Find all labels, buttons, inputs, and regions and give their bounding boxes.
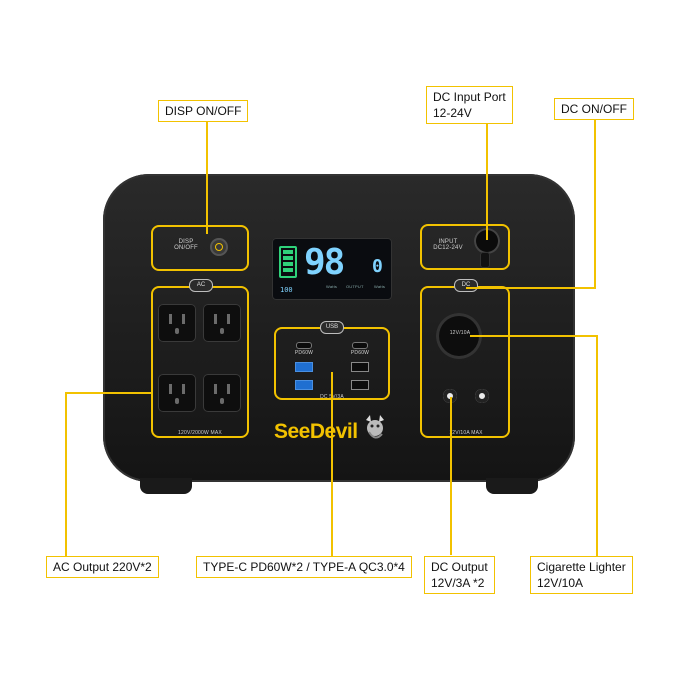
- leader-line-cig-v: [596, 335, 598, 557]
- dc-panel: [420, 286, 510, 438]
- dc-input-cap: [480, 252, 490, 268]
- leader-line-dc-onoff-h: [466, 287, 596, 289]
- callout-dc-output-line2: 12V/3A *2: [431, 576, 485, 590]
- device-foot-right: [486, 478, 538, 494]
- callout-disp: DISP ON/OFF: [158, 100, 249, 122]
- callout-ac-output: AC Output 220V*2: [46, 556, 159, 578]
- callout-dc-input: DC Input Port 12-24V: [426, 86, 513, 124]
- usb-c-port[interactable]: [296, 342, 312, 349]
- usb-a-port[interactable]: [351, 362, 369, 372]
- cigarette-lighter-label: 12V/10A: [449, 330, 471, 336]
- input-label-line2: DC12-24V: [433, 245, 463, 251]
- ac-button[interactable]: AC: [189, 279, 213, 292]
- callout-ac-output-text: AC Output 220V*2: [53, 560, 152, 574]
- callout-cig-line1: Cigarette Lighter: [537, 560, 626, 574]
- usb-a-port[interactable]: [351, 380, 369, 390]
- input-label: INPUT DC12-24V: [428, 239, 468, 251]
- callout-dc-input-line2: 12-24V: [433, 106, 472, 120]
- callout-dc-input-line1: DC Input Port: [433, 90, 506, 104]
- callout-dc-output: DC Output 12V/3A *2: [424, 556, 495, 594]
- devil-mascot-icon: [362, 414, 388, 442]
- callout-dc-onoff-text: DC ON/OFF: [561, 102, 627, 116]
- callout-disp-text: DISP ON/OFF: [165, 104, 242, 118]
- ac-outlet[interactable]: [203, 374, 241, 412]
- callout-cig-line2: 12V/10A: [537, 576, 584, 590]
- disp-power-button[interactable]: [210, 238, 228, 256]
- callout-dc-output-line1: DC Output: [431, 560, 488, 574]
- ac-outlet[interactable]: [158, 304, 196, 342]
- dc-output-port[interactable]: [443, 389, 457, 403]
- disp-label: DISP ON/OFF: [166, 239, 206, 251]
- callout-usb: TYPE-C PD60W*2 / TYPE-A QC3.0*4: [196, 556, 412, 578]
- leader-line-ac-v: [65, 392, 67, 556]
- device-foot-left: [140, 478, 192, 494]
- lcd-input-small: 100: [280, 286, 293, 294]
- leader-line-usb: [331, 372, 333, 556]
- callout-dc-onoff: DC ON/OFF: [554, 98, 634, 120]
- leader-line-disp: [206, 120, 208, 234]
- dc-button[interactable]: DC: [454, 279, 478, 292]
- usb-c-port[interactable]: [352, 342, 368, 349]
- dc-output-port[interactable]: [475, 389, 489, 403]
- lcd-unit-left: Watts: [326, 284, 338, 289]
- dc-rating: 12V/10A MAX: [449, 430, 483, 436]
- ac-outlet[interactable]: [158, 374, 196, 412]
- input-label-line1: INPUT: [438, 239, 458, 245]
- input-panel: [420, 224, 510, 270]
- leader-line-dc-output: [450, 397, 452, 555]
- pd-right-label: PD60W: [350, 350, 370, 356]
- ac-rating: 120V/2000W MAX: [178, 430, 222, 436]
- power-icon: [215, 243, 223, 251]
- leader-line-ac-h: [65, 392, 153, 394]
- pd-left-label: PD60W: [294, 350, 314, 356]
- usb-button[interactable]: USB: [320, 321, 344, 334]
- usb-a-port[interactable]: [295, 362, 313, 372]
- lcd-percent: 98: [304, 242, 345, 283]
- leader-line-dc-onoff-v: [594, 120, 596, 288]
- callout-cigarette-lighter: Cigarette Lighter 12V/10A: [530, 556, 633, 594]
- disp-label-line1: DISP: [178, 239, 194, 245]
- leader-line-dc-input: [486, 122, 488, 240]
- lcd-display: 98 0 100 Watts OUTPUT Watts: [272, 238, 392, 300]
- lcd-output: 0: [372, 256, 383, 277]
- disp-label-line2: ON/OFF: [174, 245, 198, 251]
- leader-line-cig-h: [470, 335, 598, 337]
- usb-a-port[interactable]: [295, 380, 313, 390]
- battery-icon: [279, 246, 297, 278]
- brand-logo: SeeDevil: [274, 420, 358, 443]
- disp-panel: [151, 225, 249, 271]
- lcd-unit-right: Watts: [374, 284, 386, 289]
- lcd-unit-mid: OUTPUT: [346, 284, 364, 289]
- callout-usb-text: TYPE-C PD60W*2 / TYPE-A QC3.0*4: [203, 560, 405, 574]
- ac-outlet[interactable]: [203, 304, 241, 342]
